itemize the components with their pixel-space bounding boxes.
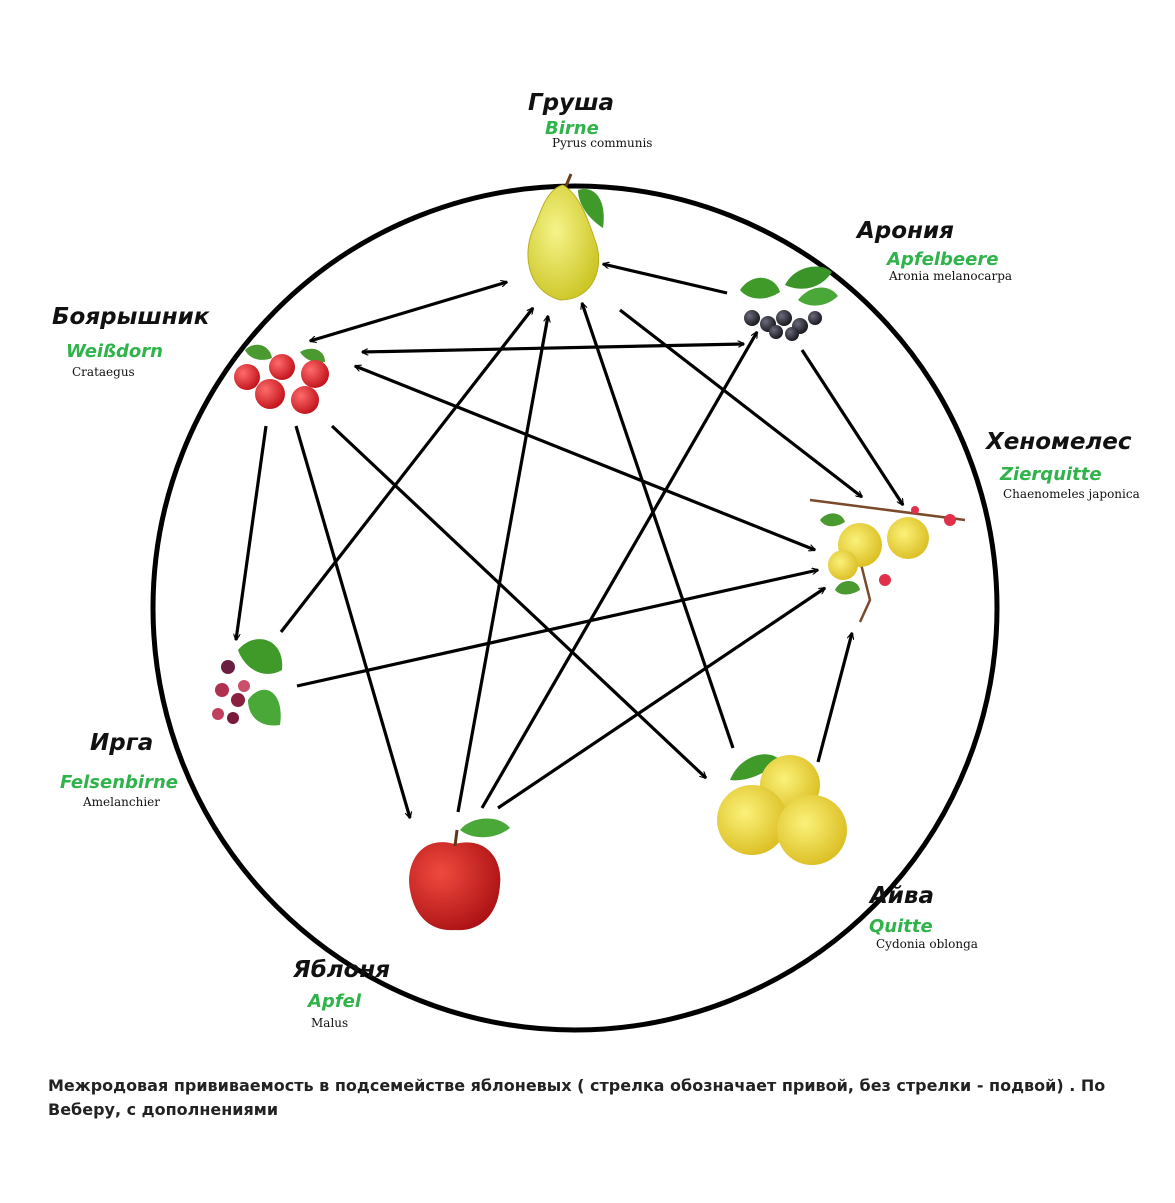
arrow-apple-to-pear: [456, 316, 548, 813]
name-ru: Яблоня: [292, 957, 390, 983]
arrows-layer: [236, 264, 905, 818]
name-ru: Груша: [528, 90, 614, 116]
arrow-apple-to-aronia: [480, 332, 759, 809]
name-ru: Айва: [868, 883, 934, 909]
serviceberry-icon: [212, 639, 283, 726]
figure-caption: Межродовая прививаемость в подсемействе …: [48, 1076, 1106, 1119]
label-apple: Яблоня Apfel Malus: [292, 957, 390, 1030]
label-chaenomeles: Хеномелес Zierquitte Chaenomeles japonic…: [984, 429, 1140, 501]
arrow-hawthorn-to-aronia: [362, 344, 744, 352]
arrow-irga-to-pear: [279, 308, 535, 633]
name-ru: Боярышник: [52, 304, 211, 330]
label-hawthorn: Боярышник Weißdorn Crataegus: [52, 304, 211, 379]
apple-icon: [409, 818, 510, 931]
name-latin: Cydonia oblonga: [876, 937, 978, 951]
name-latin: Malus: [311, 1016, 348, 1030]
arrow-hawthorn-to-irga: [236, 425, 268, 640]
arrow-aronia-to-pear: [603, 264, 728, 295]
name-latin: Crataegus: [72, 365, 135, 379]
graft-compatibility-diagram: Груша Birne Pyrus communis Арония Apfelb…: [52, 90, 1140, 1033]
name-latin: Chaenomeles japonica: [1003, 487, 1140, 501]
name-ru: Ирга: [90, 730, 153, 756]
name-ru: Арония: [855, 218, 954, 244]
arrow-chaeno-to-hawthorn: [355, 364, 815, 552]
arrow-hawthorn-to-pear: [310, 282, 507, 341]
label-quince: Айва Quitte Cydonia oblonga: [868, 883, 978, 951]
name-latin: Aronia melanocarpa: [888, 269, 1012, 283]
name-de: Apfelbeere: [885, 249, 998, 270]
aronia-berries-icon: [740, 266, 838, 341]
name-latin: Amelanchier: [82, 795, 160, 809]
label-pear: Груша Birne Pyrus communis: [528, 90, 652, 150]
arrow-pear-to-chaeno: [619, 308, 862, 499]
name-de: Weißdorn: [66, 341, 163, 362]
name-de: Felsenbirne: [60, 772, 178, 793]
name-de: Apfel: [306, 991, 362, 1012]
name-de: Quitte: [869, 916, 933, 937]
label-aronia: Арония Apfelbeere Aronia melanocarpa: [855, 218, 1012, 283]
pear-icon: [527, 173, 604, 301]
arrow-quince-to-pear: [582, 303, 735, 749]
arrow-quince-to-chaeno: [816, 633, 852, 763]
quince-icon: [717, 754, 847, 865]
hawthorn-berries-icon: [234, 344, 329, 414]
name-ru: Хеномелес: [984, 429, 1132, 455]
name-de: Zierquitte: [999, 464, 1102, 485]
arrow-apple-to-chaeno: [497, 586, 825, 810]
outer-ring: [150, 183, 1000, 1033]
arrow-irga-to-chaeno: [296, 570, 818, 688]
arrow-aronia-to-chaeno: [800, 349, 905, 505]
flowering-quince-icon: [809, 498, 966, 623]
label-irga: Ирга Felsenbirne Amelanchier: [60, 730, 178, 809]
arrow-hawthorn-to-apple: [294, 425, 410, 818]
name-de: Birne: [545, 118, 599, 139]
name-latin: Pyrus communis: [552, 136, 652, 150]
